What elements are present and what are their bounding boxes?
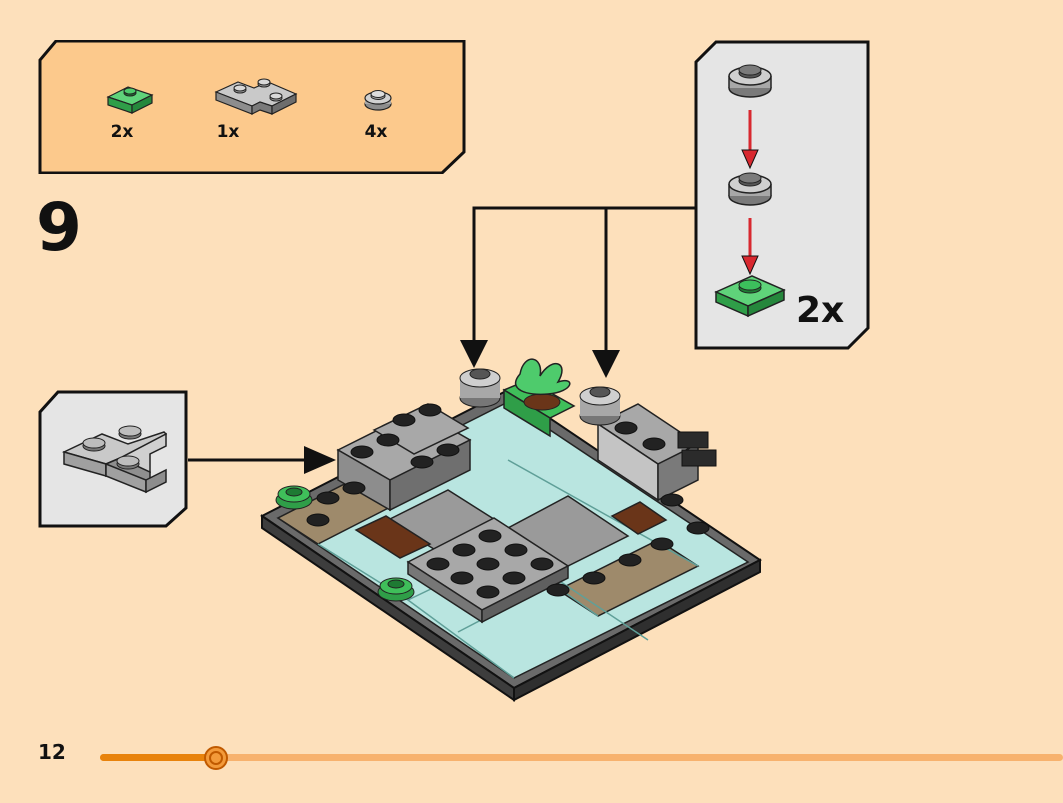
progress-fill [100,754,216,761]
round-plate-icon [364,90,392,111]
progress-bar [100,754,1063,761]
green-plate-icon [106,86,154,114]
green-plate-icon [714,275,786,318]
arrow-icon [592,350,620,378]
part-count-corner-plate: 1x [216,122,240,142]
corner-plate-callout [38,390,188,528]
part-count-round-plate: 4x [364,122,388,142]
progress-track [100,754,1063,761]
grey-corner-plate-icon [61,425,168,494]
round-plate-icon [728,64,772,98]
assembly-model-illustration [260,358,762,702]
sub-assembly-count: 2x [796,290,845,331]
arrow-icon [460,340,488,368]
grey-corner-plate-icon [214,78,298,115]
parts-list-callout [38,40,466,174]
sub-assembly-callout [694,40,870,350]
part-count-green-plate: 2x [110,122,134,142]
arrow-icon [304,446,336,474]
step-number: 9 [36,189,82,266]
round-plate-icon [728,172,772,206]
page-number: 12 [38,740,66,764]
progress-marker [203,746,228,770]
